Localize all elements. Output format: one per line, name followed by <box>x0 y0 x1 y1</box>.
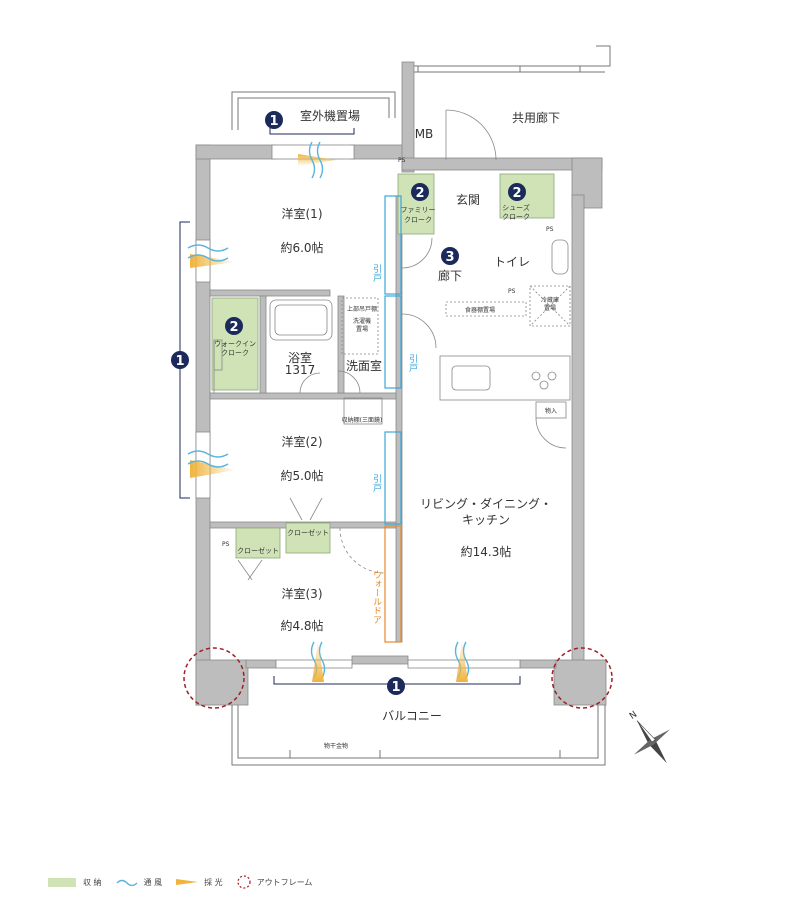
door-labels: 引戸 引戸 引戸 ウォールドア <box>371 264 418 624</box>
room-labels: 室外機置場 共用廊下 MB 洋室(1) 約6.0帖 洋室(2) 約5.0帖 洋室… <box>280 108 560 723</box>
storage-areas <box>211 173 555 559</box>
svg-text:浴室: 浴室 <box>288 350 312 365</box>
svg-text:洋室(1): 洋室(1) <box>282 206 323 221</box>
family-closet <box>397 173 435 235</box>
svg-text:冷蔵庫: 冷蔵庫 <box>541 296 559 304</box>
svg-text:引戸: 引戸 <box>371 264 382 283</box>
toilet-bowl <box>551 239 569 275</box>
sliding-doors <box>384 195 402 525</box>
svg-text:2: 2 <box>415 186 424 201</box>
svg-text:MB: MB <box>415 127 434 141</box>
compass-icon: N <box>628 710 671 764</box>
badges: 1 1 1 2 2 2 3 <box>171 111 526 695</box>
svg-text:ウォークイン: ウォークイン <box>214 340 256 348</box>
svg-text:物干金物: 物干金物 <box>324 742 348 750</box>
light-icon <box>176 879 199 885</box>
svg-text:玄関: 玄関 <box>456 192 480 207</box>
windows <box>195 144 521 669</box>
light-and-wind <box>187 141 470 682</box>
svg-text:PS: PS <box>222 541 230 548</box>
svg-text:置場: 置場 <box>544 304 556 312</box>
svg-text:シューズ: シューズ <box>502 203 530 212</box>
outframe-markers <box>183 647 613 709</box>
storage-labels: ファミリー クローク シューズ クローク ウォークイン クローク クローゼット … <box>214 157 559 750</box>
doors <box>237 109 567 581</box>
svg-text:約6.0帖: 約6.0帖 <box>280 240 323 255</box>
svg-text:N: N <box>628 710 639 722</box>
kitchen-counter <box>439 355 571 401</box>
outdoor-unit-label: 室外機置場 <box>300 108 360 123</box>
svg-text:1: 1 <box>269 114 278 129</box>
sink <box>451 365 491 391</box>
svg-text:洗濯機: 洗濯機 <box>353 317 371 325</box>
svg-text:置場: 置場 <box>356 325 368 333</box>
wall-door <box>384 525 402 643</box>
walkin-closet <box>211 297 259 391</box>
svg-text:トイレ: トイレ <box>494 255 530 269</box>
svg-text:引戸: 引戸 <box>371 474 382 493</box>
svg-text:PS: PS <box>508 288 516 295</box>
svg-text:1: 1 <box>175 354 184 369</box>
svg-text:1: 1 <box>391 680 400 695</box>
legend: 収 納 通 風 採 光 アウトフレーム <box>48 872 326 892</box>
svg-text:クローク: クローク <box>404 216 432 224</box>
svg-text:キッチン: キッチン <box>462 513 510 527</box>
svg-text:約4.8帖: 約4.8帖 <box>280 618 323 633</box>
dish-shelf <box>445 301 527 317</box>
outframe-icon <box>237 875 251 889</box>
svg-text:2: 2 <box>229 320 238 335</box>
legend-light: 採 光 <box>176 877 223 888</box>
svg-text:上部吊戸棚: 上部吊戸棚 <box>347 305 377 313</box>
svg-text:物入: 物入 <box>545 407 557 415</box>
svg-text:ファミリー: ファミリー <box>401 206 436 214</box>
bracket-lines <box>179 128 521 685</box>
svg-text:ウォールドア: ウォールドア <box>371 570 382 624</box>
svg-text:3: 3 <box>445 250 454 265</box>
bathtub <box>269 299 333 341</box>
svg-text:PS: PS <box>546 226 554 233</box>
closet-right <box>285 522 331 554</box>
svg-text:1317: 1317 <box>285 363 316 377</box>
closet-left <box>235 527 281 559</box>
fridge-space <box>529 285 571 327</box>
legend-ventilation: 通 風 <box>116 877 162 888</box>
balcony-outline <box>231 705 606 766</box>
svg-text:クローゼット: クローゼット <box>237 546 279 555</box>
svg-text:クローゼット: クローゼット <box>287 528 329 537</box>
svg-text:バルコニー: バルコニー <box>382 709 442 723</box>
walls <box>195 61 607 706</box>
svg-text:廊下: 廊下 <box>438 268 462 283</box>
svg-text:PS: PS <box>398 157 406 164</box>
pantry <box>535 401 567 419</box>
svg-text:クローク: クローク <box>502 213 530 221</box>
svg-text:収納棚(三面鏡): 収納棚(三面鏡) <box>342 416 383 424</box>
svg-text:約14.3帖: 約14.3帖 <box>461 544 512 559</box>
storage-swatch <box>48 877 76 887</box>
legend-storage: 収 納 <box>48 877 102 888</box>
fixtures <box>213 239 571 425</box>
svg-text:洋室(3): 洋室(3) <box>282 586 323 601</box>
svg-text:洋室(2): 洋室(2) <box>282 434 323 449</box>
svg-text:共用廊下: 共用廊下 <box>512 110 560 125</box>
legend-outframe: アウトフレーム <box>237 875 312 889</box>
svg-text:約5.0帖: 約5.0帖 <box>280 468 323 483</box>
svg-text:引戸: 引戸 <box>407 354 418 373</box>
wind-icon <box>116 879 138 886</box>
svg-text:クローク: クローク <box>221 349 249 357</box>
svg-text:食器棚置場: 食器棚置場 <box>465 306 495 314</box>
svg-text:リビング・ダイニング・: リビング・ダイニング・ <box>420 496 552 511</box>
svg-text:2: 2 <box>512 186 521 201</box>
svg-text:洗面室: 洗面室 <box>346 358 382 373</box>
